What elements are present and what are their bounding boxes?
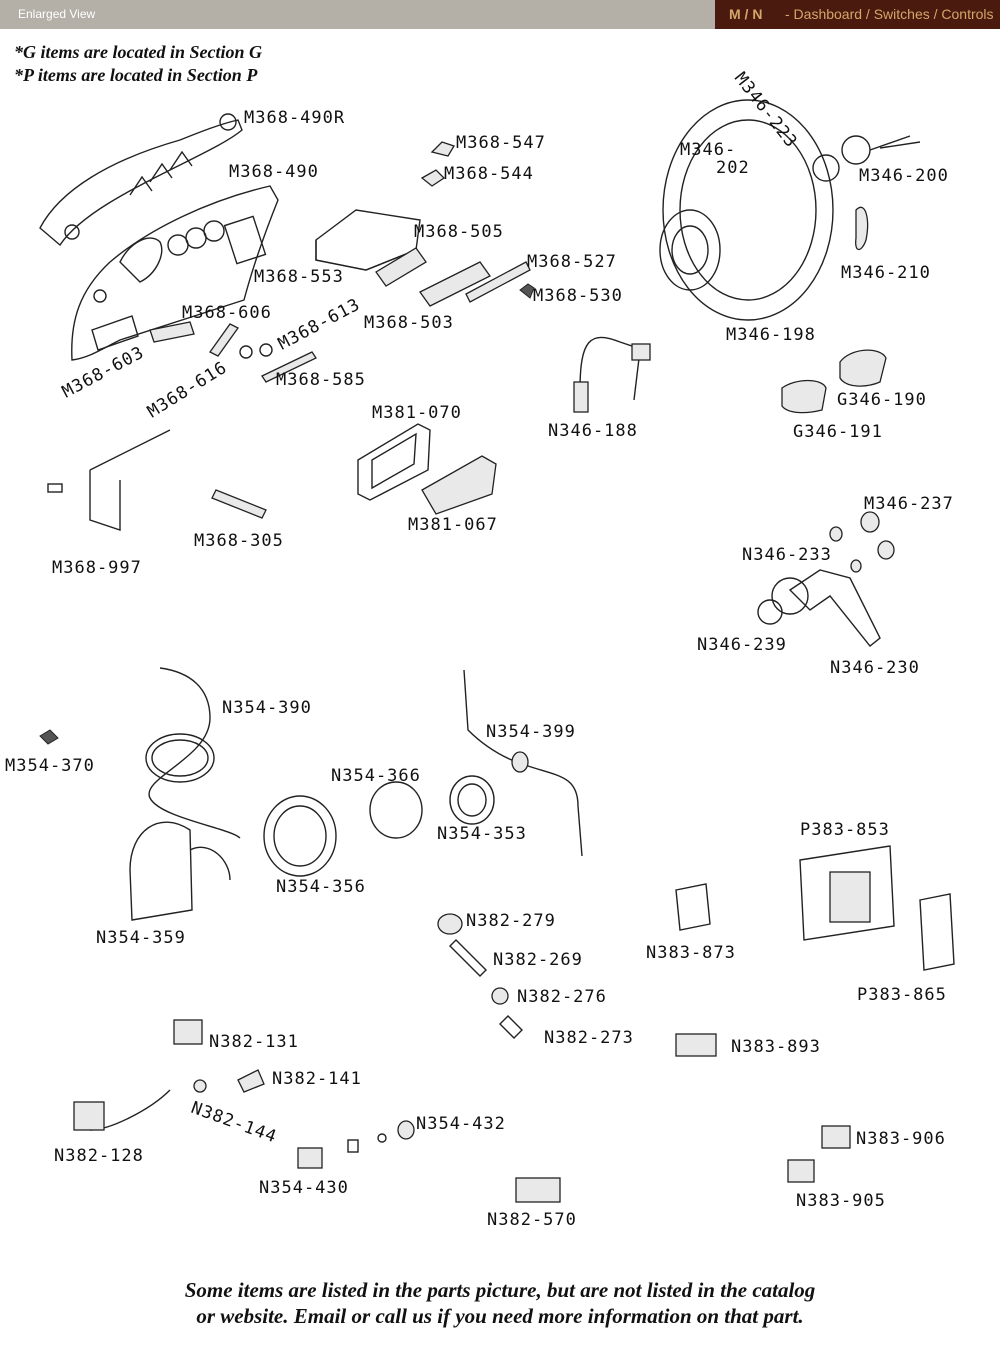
label-m346-200: M346-200 [859,166,949,186]
label-m381-067: M381-067 [408,515,498,535]
label-n382-279: N382-279 [466,911,556,931]
label-n382-131: N382-131 [209,1032,299,1052]
label-m346-198: M346-198 [726,325,816,345]
label-m381-070: M381-070 [372,403,462,423]
view-title: Enlarged View [18,7,96,21]
label-m368-997: M368-997 [52,558,142,578]
label-n354-430: N354-430 [259,1178,349,1198]
tach-cable-drawing [463,669,583,857]
turn-stalk-drawing [573,336,651,413]
steering-wheel-drawing [659,99,921,321]
label-m368-613: M368-613 [275,295,364,355]
label-g346-191: G346-191 [793,422,883,442]
footer-note: Some items are listed in the parts pictu… [0,1277,1000,1329]
label-m368-305: M368-305 [194,531,284,551]
label-n382-273: N382-273 [544,1028,634,1048]
ignition-switch-drawing [757,511,895,647]
label-m368-547: M368-547 [456,133,546,153]
label-n346-188: N346-188 [548,421,638,441]
label-n354-353: N354-353 [437,824,527,844]
label-n354-366: N354-366 [331,766,421,786]
label-n354-356: N354-356 [276,877,366,897]
header-bar: Enlarged View M / N - Dashboard / Switch… [0,0,1000,29]
label-n382-269: N382-269 [493,950,583,970]
label-m346-202-b: 202 [716,158,750,178]
label-n383-905: N383-905 [796,1191,886,1211]
g-items-note: *G items are located in Section G [14,42,262,62]
label-n354-390: N354-390 [222,698,312,718]
switch-panel-drawing [799,845,955,971]
label-m354-370: M354-370 [5,756,95,776]
section-banner: M / N - Dashboard / Switches / Controls [715,0,1000,29]
label-n382-276: N382-276 [517,987,607,1007]
label-n382-144: N382-144 [188,1098,279,1148]
label-n383-906: N383-906 [856,1129,946,1149]
label-m368-544: M368-544 [444,164,534,184]
speedo-cable-drawing [39,667,241,839]
label-m368-530: M368-530 [533,286,623,306]
label-n354-432: N354-432 [416,1114,506,1134]
label-n346-239: N346-239 [697,635,787,655]
trim-panel-drawings [375,247,535,307]
label-m368-490r: M368-490R [244,108,345,128]
clip-drawings [420,141,455,187]
label-n383-893: N383-893 [731,1037,821,1057]
label-p383-853: P383-853 [800,820,890,840]
label-m368-585: M368-585 [276,370,366,390]
label-m368-606: M368-606 [182,303,272,323]
label-n354-399: N354-399 [486,722,576,742]
label-m346-202-a: M346- [680,140,736,160]
vent-drawings [149,321,317,383]
label-n382-128: N382-128 [54,1146,144,1166]
label-p383-865: P383-865 [857,985,947,1005]
label-n354-359: N354-359 [96,928,186,948]
label-n346-233: N346-233 [742,545,832,565]
gauges-drawing [129,775,495,921]
label-m368-553: M368-553 [254,267,344,287]
p-items-note: *P items are located in Section P [14,65,258,85]
label-n383-873: N383-873 [646,943,736,963]
label-m368-490: M368-490 [229,162,319,182]
section-title: - Dashboard / Switches / Controls [785,6,994,22]
label-n382-570: N382-570 [487,1210,577,1230]
console-bezel-drawing [357,423,497,515]
label-m346-210: M346-210 [841,263,931,283]
label-m346-223: M346-223 [730,69,801,152]
bracket-drawing [47,429,267,531]
label-m368-527: M368-527 [527,252,617,272]
column-covers-drawing [781,349,887,414]
dashboard-drawing [71,185,279,361]
label-g346-190: G346-190 [837,390,927,410]
section-code: M / N [729,6,763,22]
label-m368-616: M368-616 [144,358,231,423]
label-n382-141: N382-141 [272,1069,362,1089]
label-m368-503: M368-503 [364,313,454,333]
relay-drawing [675,883,711,931]
lighter-drawing [437,913,523,1039]
footer-line-1: Some items are listed in the parts pictu… [184,1278,816,1302]
footer-line-2: or website. Email or call us if you need… [196,1304,804,1328]
misc-switches-drawing [73,1019,851,1203]
dash-pad-drawing [39,113,243,247]
label-m368-505: M368-505 [414,222,504,242]
label-m346-237: M346-237 [864,494,954,514]
label-n346-230: N346-230 [830,658,920,678]
